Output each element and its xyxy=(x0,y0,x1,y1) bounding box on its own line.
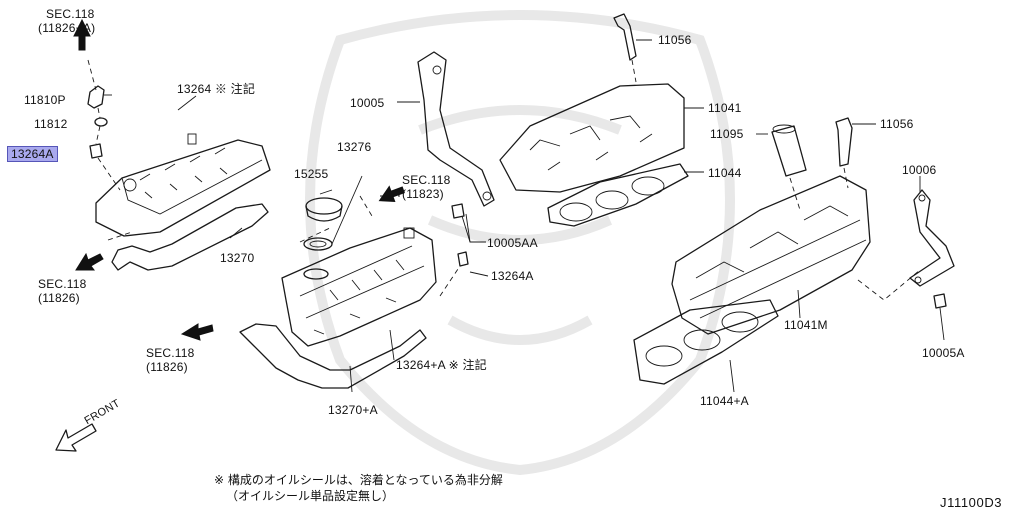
diagram-code: J11100D3 xyxy=(940,495,1003,510)
label-11044[interactable]: 11044 xyxy=(708,166,742,180)
label-sec118-top-code: (11826+A) xyxy=(38,21,96,35)
bracket-10005[interactable] xyxy=(417,51,495,207)
bolt-11056-top[interactable] xyxy=(613,13,637,61)
bolt-10005a[interactable] xyxy=(933,293,947,309)
label-10005[interactable]: 10005 xyxy=(350,96,385,110)
label-sec118-left-code: (11826) xyxy=(38,291,80,305)
arrow-right-icon xyxy=(378,185,405,203)
label-10006[interactable]: 10006 xyxy=(902,163,937,177)
label-sec118-low: SEC.118 xyxy=(146,346,195,360)
label-11056-right[interactable]: 11056 xyxy=(880,117,914,131)
label-13276[interactable]: 13276 xyxy=(337,140,372,154)
note-line-2: （オイルシール単品設定無し） xyxy=(226,489,395,503)
front-arrow-icon xyxy=(55,423,97,452)
arrow-up-icon xyxy=(73,18,91,51)
cylinder-head-11041m[interactable] xyxy=(671,175,871,335)
label-sec118-mid-code: (11823) xyxy=(402,187,444,201)
note-line-1: ※ 構成のオイルシールは、溶着となっている為非分解 xyxy=(214,473,503,487)
label-11810p[interactable]: 11810P xyxy=(24,93,66,107)
bolt-13264a-left[interactable] xyxy=(89,143,103,159)
gasket-13270-plus-a[interactable] xyxy=(239,323,427,389)
label-sec118-left: SEC.118 xyxy=(38,277,87,291)
label-11044-plus-a[interactable]: 11044+A xyxy=(700,394,749,408)
oil-filler-cap-15255[interactable] xyxy=(305,197,343,222)
label-sec118-mid: SEC.118 xyxy=(402,173,451,187)
label-13270[interactable]: 13270 xyxy=(220,251,255,265)
label-13264-plus-a-note[interactable]: 13264+A ※ 注記 xyxy=(396,358,487,372)
cylinder-head-11041[interactable] xyxy=(499,83,685,193)
pcv-valve-11810p[interactable] xyxy=(87,85,112,109)
label-11041m[interactable]: 11041M xyxy=(784,318,828,332)
label-11056-top[interactable]: 11056 xyxy=(658,33,692,47)
head-gasket-11044[interactable] xyxy=(547,163,689,227)
bolt-11056-right[interactable] xyxy=(835,117,853,167)
bolt-13264a-right[interactable] xyxy=(457,251,469,267)
arrow-down-left-icon xyxy=(75,252,104,271)
label-13264-note[interactable]: 13264 ※ 注記 xyxy=(177,82,256,96)
bolt-10005aa[interactable] xyxy=(451,203,465,219)
head-gasket-11044-plus-a[interactable] xyxy=(633,299,779,385)
label-11095[interactable]: 11095 xyxy=(710,127,744,141)
dowel-11095[interactable] xyxy=(771,124,807,177)
gasket-13270[interactable] xyxy=(111,203,269,271)
bracket-10006[interactable] xyxy=(909,189,955,287)
arrow-left-icon xyxy=(180,323,214,341)
label-11041[interactable]: 11041 xyxy=(708,101,742,115)
rocker-cover-right[interactable] xyxy=(281,227,437,347)
label-10005a[interactable]: 10005A xyxy=(922,346,965,360)
label-11812[interactable]: 11812 xyxy=(34,117,68,131)
label-13264a[interactable]: 13264A xyxy=(491,269,534,283)
label-15255[interactable]: 15255 xyxy=(294,167,329,181)
label-13270-plus-a[interactable]: 13270+A xyxy=(328,403,378,417)
o-ring-11812[interactable] xyxy=(94,117,108,127)
label-sec118-low-code: (11826) xyxy=(146,360,188,374)
label-sec118-top: SEC.118 xyxy=(46,7,95,21)
label-10005aa[interactable]: 10005AA xyxy=(487,236,538,250)
label-13264a-highlighted[interactable]: 13264A xyxy=(7,146,58,162)
rocker-cover-left[interactable] xyxy=(95,133,271,237)
